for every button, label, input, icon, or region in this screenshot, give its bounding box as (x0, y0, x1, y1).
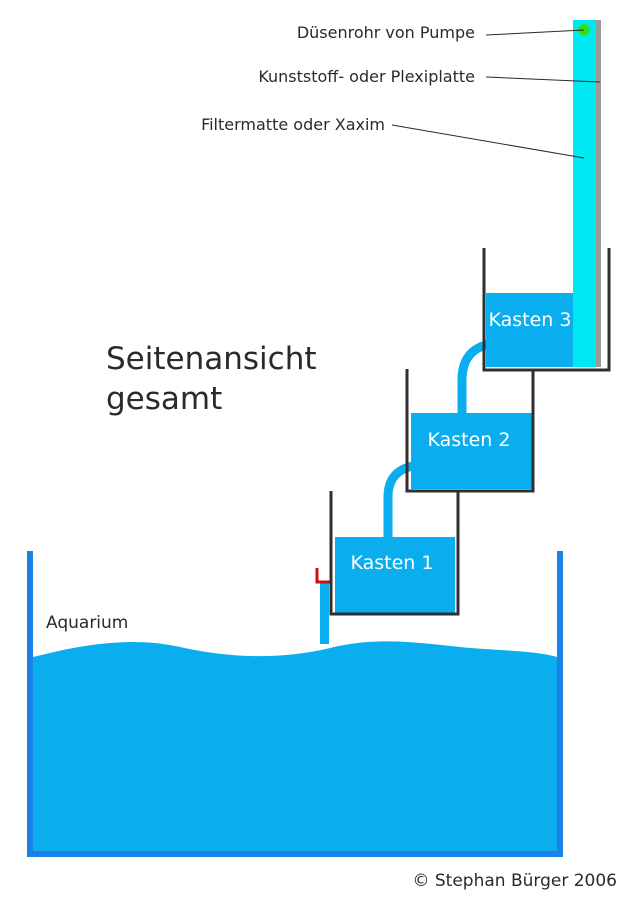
plexi-plate (596, 20, 601, 367)
box1-water (335, 537, 455, 613)
title-line1: Seitenansicht (106, 341, 317, 377)
box2-walls (405, 369, 535, 493)
box2-water (411, 413, 532, 489)
box1-walls (329, 491, 460, 616)
copyright: © Stephan Bürger 2006 (412, 871, 617, 891)
box1-label: Kasten 1 (351, 552, 434, 574)
return-pipe (320, 582, 329, 644)
plate-leader (485, 76, 601, 83)
nozzle-label: Düsenrohr von Pumpe (297, 23, 475, 42)
box3-label: Kasten 3 (489, 309, 572, 331)
nozzle-leader (485, 29, 585, 36)
plate-label: Kunststoff- oder Plexiplatte (258, 67, 475, 86)
filter-leader (391, 124, 585, 159)
box3-walls (482, 248, 611, 372)
title-line2: gesamt (106, 381, 222, 417)
filter-mat (573, 20, 596, 367)
filter-label: Filtermatte oder Xaxim (201, 115, 385, 134)
aquarium-tank (27, 551, 563, 857)
box3-water (486, 293, 574, 367)
aquarium-water (33, 641, 557, 852)
box2-label: Kasten 2 (428, 429, 511, 451)
valve-icon (315, 568, 330, 584)
aquarium-label: Aquarium (46, 613, 128, 633)
